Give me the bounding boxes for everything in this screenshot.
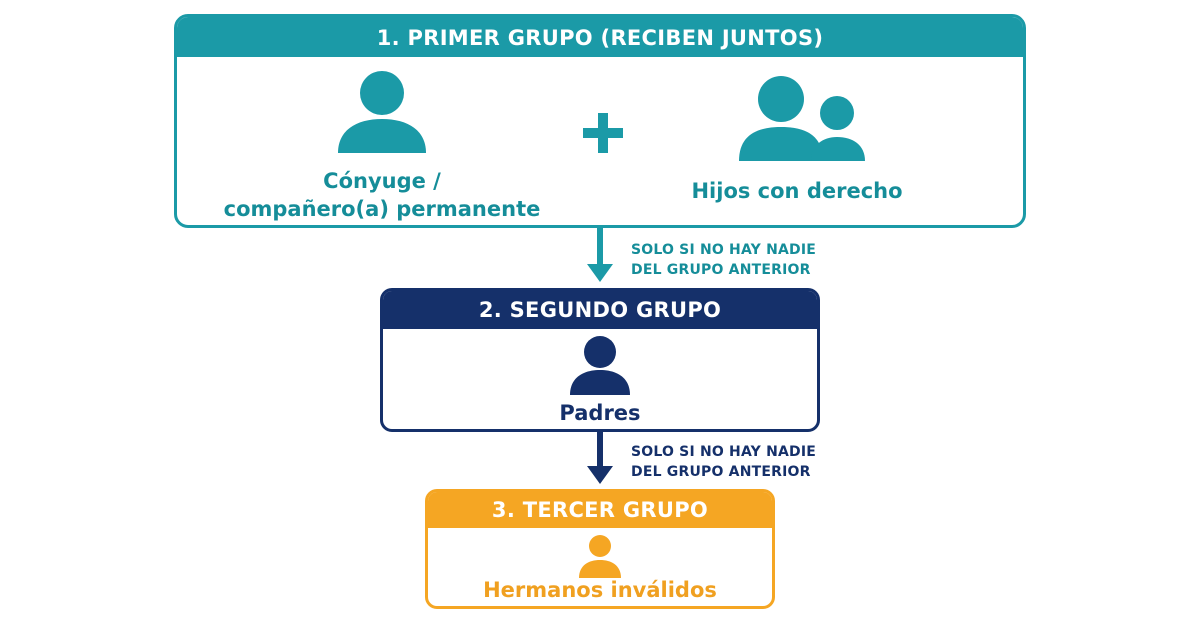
spouse-label-line2: compañero(a) permanente bbox=[223, 197, 541, 221]
member-parents-label: Padres bbox=[559, 401, 641, 425]
member-children bbox=[722, 73, 882, 165]
group-2-title: 2. SEGUNDO GRUPO bbox=[383, 291, 817, 329]
person-icon bbox=[579, 535, 621, 578]
group-2-box: 2. SEGUNDO GRUPO Padres bbox=[380, 288, 820, 432]
transition-1-line1: SOLO SI NO HAY NADIE bbox=[631, 242, 817, 258]
member-siblings-label: Hermanos inválidos bbox=[483, 578, 717, 602]
transition-2-line2: DEL GRUPO ANTERIOR bbox=[631, 464, 811, 480]
group-1-box: 1. PRIMER GRUPO (RECIBEN JUNTOS) Cónyuge… bbox=[174, 14, 1026, 228]
arrow-down-icon bbox=[587, 228, 613, 282]
group-3-title: 3. TERCER GRUPO bbox=[428, 492, 772, 528]
transition-2-note: SOLO SI NO HAY NADIE DEL GRUPO ANTERIOR bbox=[631, 442, 816, 482]
plus-icon bbox=[583, 113, 623, 153]
people-icon bbox=[739, 76, 865, 161]
transition-2-line1: SOLO SI NO HAY NADIE bbox=[631, 444, 817, 460]
spouse-label-line1: Cónyuge / bbox=[323, 169, 441, 193]
transition-1-note: SOLO SI NO HAY NADIE DEL GRUPO ANTERIOR bbox=[631, 240, 816, 280]
member-children-label: Hijos con derecho bbox=[691, 179, 903, 203]
member-parents bbox=[553, 335, 647, 395]
person-icon bbox=[570, 336, 630, 395]
member-spouse-label: Cónyuge / compañero(a) permanente bbox=[187, 167, 577, 223]
transition-1-line2: DEL GRUPO ANTERIOR bbox=[631, 262, 811, 278]
member-spouse bbox=[282, 69, 482, 153]
group-3-box: 3. TERCER GRUPO Hermanos inválidos bbox=[425, 489, 775, 609]
arrow-down-icon bbox=[587, 432, 613, 484]
member-siblings bbox=[568, 534, 632, 578]
person-icon bbox=[338, 71, 426, 153]
group-1-title: 1. PRIMER GRUPO (RECIBEN JUNTOS) bbox=[177, 17, 1023, 57]
